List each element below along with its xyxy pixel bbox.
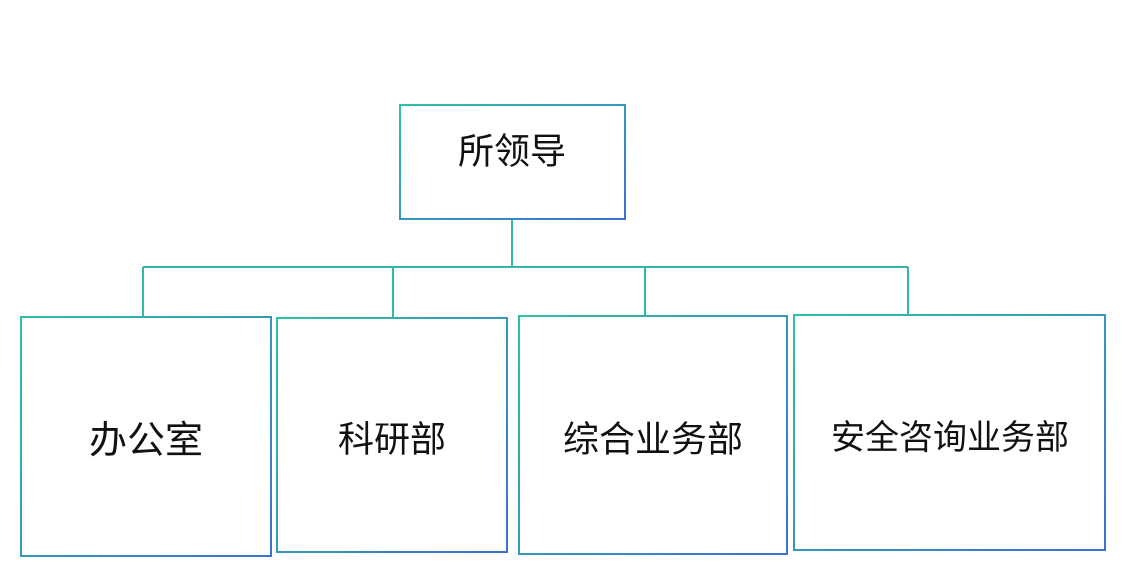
research-node-box: [276, 317, 508, 553]
office-node-box: [20, 316, 272, 557]
root-node: 所领导: [399, 104, 626, 220]
root-node-label: 所领导: [458, 132, 566, 173]
office-node-label: 办公室: [89, 418, 203, 462]
connector-lines: [142, 219, 909, 317]
department-node-research: 科研部: [276, 317, 508, 553]
department-node-general-business: 综合业务部: [518, 315, 788, 555]
safety-consulting-node-label: 安全咨询业务部: [831, 418, 1069, 458]
general-business-node-label: 综合业务部: [563, 420, 743, 461]
research-node-label: 科研部: [338, 420, 446, 461]
department-node-safety-consulting: 安全咨询业务部: [793, 314, 1106, 551]
general-business-node-box: [518, 315, 788, 555]
safety-consulting-node-box: [793, 314, 1106, 551]
department-node-office: 办公室: [20, 316, 272, 557]
root-node-box: [399, 104, 626, 220]
